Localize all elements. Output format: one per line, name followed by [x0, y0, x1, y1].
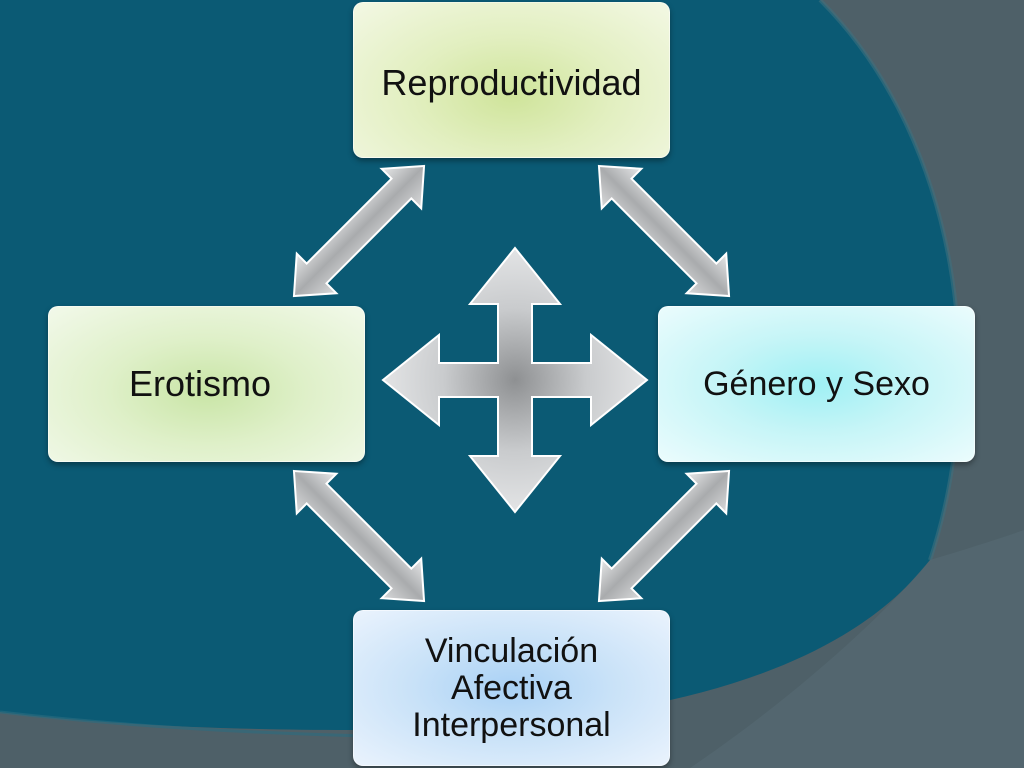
- node-label: Género y Sexo: [703, 364, 930, 403]
- node-label: Reproductividad: [381, 62, 642, 103]
- node-label: Erotismo: [129, 363, 272, 404]
- double-arrow-bottom-left: [292, 469, 426, 603]
- node-vinculacion-afectiva-interpersonal: Vinculación Afectiva Interpersonal: [353, 610, 670, 766]
- four-way-arrow: [381, 246, 649, 514]
- node-erotismo: Erotismo: [48, 306, 365, 462]
- double-arrow-top-right: [597, 164, 731, 298]
- double-arrow-bottom-right: [597, 469, 731, 603]
- node-label: Vinculación Afectiva Interpersonal: [412, 631, 611, 744]
- node-reproductividad: Reproductividad: [353, 2, 670, 158]
- node-genero-y-sexo: Género y Sexo: [658, 306, 975, 462]
- double-arrow-top-left: [292, 164, 426, 298]
